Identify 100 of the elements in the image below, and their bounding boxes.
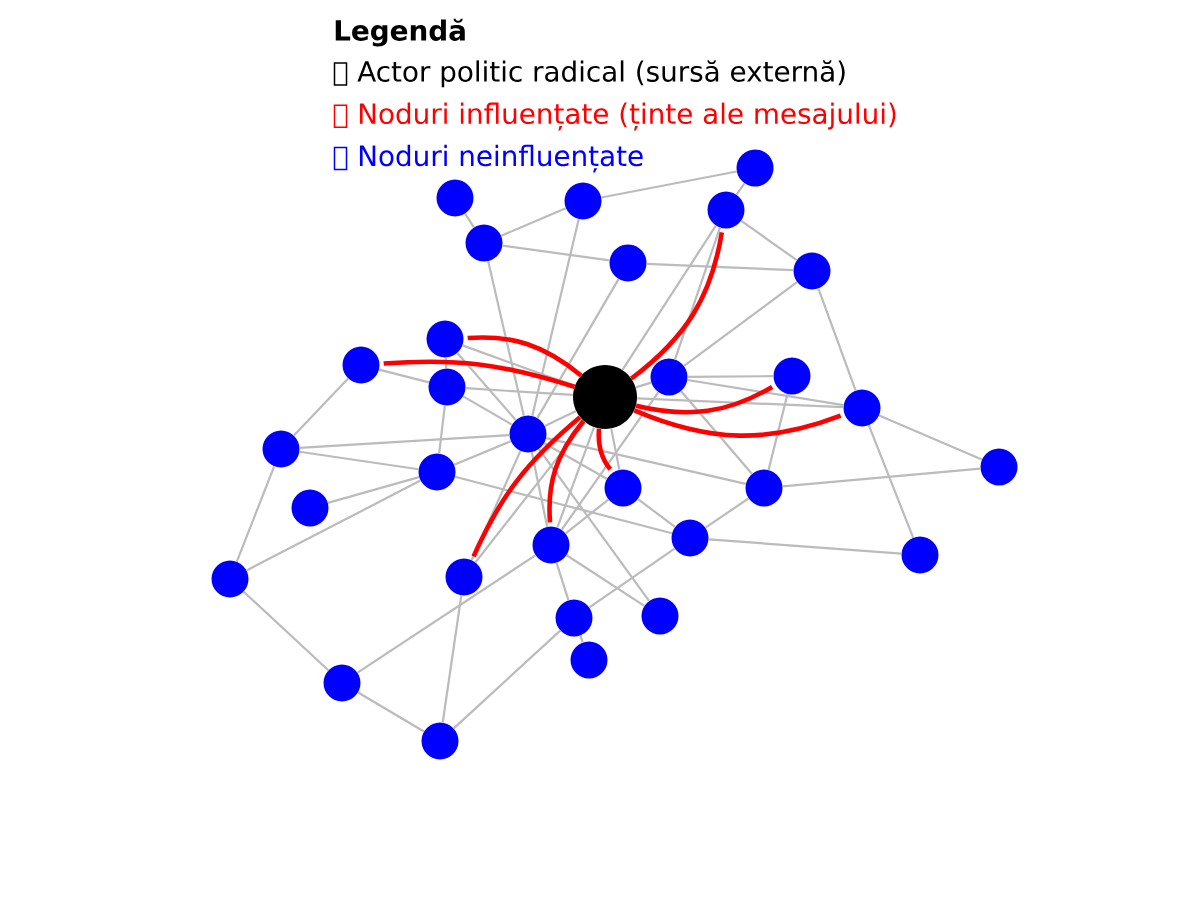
edge-line	[683, 281, 798, 367]
curved-edge	[633, 408, 842, 438]
curved-edge	[596, 428, 613, 471]
edge-line	[635, 381, 652, 389]
node-circle	[421, 722, 459, 760]
edge-line	[357, 691, 425, 733]
edge-line	[637, 498, 676, 528]
edge-line	[487, 261, 525, 417]
edge-line	[767, 393, 789, 471]
central-node-circle	[573, 365, 637, 429]
node-circle	[445, 558, 483, 596]
node-circle	[465, 224, 503, 262]
edge-line	[235, 466, 276, 562]
edge-line	[299, 450, 419, 471]
node-circle	[570, 641, 608, 679]
edge-line	[454, 475, 673, 535]
edge-line	[782, 467, 981, 488]
curved-edge	[547, 419, 586, 523]
edge-line	[464, 213, 475, 228]
edge-line	[610, 428, 621, 470]
node-circle	[650, 358, 688, 396]
node-circle	[323, 664, 361, 702]
node-circle	[291, 489, 329, 527]
edge-line	[327, 476, 420, 504]
edge-line	[566, 554, 645, 607]
node-circle	[843, 389, 881, 427]
legend-label: Noduri influențate (ținte ale mesajului)	[359, 102, 896, 131]
edge-line	[708, 538, 902, 555]
edge-line	[704, 497, 750, 529]
edge-line	[538, 448, 650, 602]
legend-label: Noduri neinfluențate	[359, 144, 643, 173]
edge-line	[687, 378, 844, 407]
edge-line	[378, 368, 430, 384]
edge-line	[687, 375, 774, 378]
edge-line	[735, 182, 746, 196]
node-circle	[609, 244, 647, 282]
edge-line	[680, 390, 753, 475]
legend-title: Legendă	[335, 18, 465, 47]
edge-line	[536, 278, 620, 419]
node-circle	[426, 320, 464, 358]
edge-line	[560, 391, 660, 531]
edge-line	[293, 377, 349, 437]
edge-line	[621, 225, 717, 371]
edge-line	[867, 425, 915, 538]
node-circle	[564, 182, 602, 220]
edge-line	[456, 352, 517, 421]
curved-edge	[635, 384, 774, 415]
node-circle	[436, 179, 474, 217]
node-circle	[745, 469, 783, 507]
edge-line	[546, 437, 747, 485]
node-circle	[211, 560, 249, 598]
edge-line	[444, 357, 448, 369]
node-circle	[418, 453, 456, 491]
edge-line	[462, 395, 513, 426]
node-circle	[555, 599, 593, 637]
edge-line	[531, 218, 580, 417]
legend-label: Actor politic radical (sursă externă)	[357, 60, 845, 88]
edge-line	[637, 397, 844, 409]
edge-line	[441, 595, 463, 723]
curved-edge	[629, 231, 725, 381]
edge-line	[674, 227, 721, 360]
edge-line	[502, 244, 610, 262]
node-circle	[641, 597, 679, 635]
edge-line	[530, 452, 549, 527]
edge-line	[556, 426, 595, 528]
node-circle	[262, 430, 300, 468]
edge-line	[453, 629, 561, 730]
node-circle	[671, 519, 709, 557]
edge-line	[544, 409, 577, 427]
node-circle	[793, 252, 831, 290]
edge-line	[878, 414, 983, 461]
edge-line	[740, 219, 798, 262]
node-circle	[604, 469, 642, 507]
curved-edge	[467, 335, 583, 378]
node-circle	[342, 346, 380, 384]
edge-line	[555, 562, 570, 601]
node-circle	[532, 526, 570, 564]
edge-line	[601, 170, 737, 199]
edge-line	[246, 479, 421, 572]
node-circle	[773, 357, 811, 395]
edge-line	[453, 440, 512, 466]
edge-line	[565, 498, 610, 535]
edge-line	[543, 442, 608, 480]
edge-line	[500, 207, 567, 237]
edge-line	[817, 288, 857, 391]
edge-line	[299, 434, 510, 449]
node-circle	[707, 191, 745, 229]
edge-line	[588, 547, 676, 609]
edge-line	[357, 554, 536, 674]
node-circle	[509, 415, 547, 453]
node-circle	[736, 149, 774, 187]
edge-line	[242, 590, 330, 672]
node-circle	[901, 536, 939, 574]
edge-line	[438, 405, 446, 454]
edge-line	[465, 387, 573, 397]
node-circle	[428, 368, 466, 406]
edge-line	[646, 262, 794, 272]
node-circle	[980, 448, 1018, 486]
curved-edge	[383, 359, 576, 389]
edge-line	[579, 635, 584, 643]
